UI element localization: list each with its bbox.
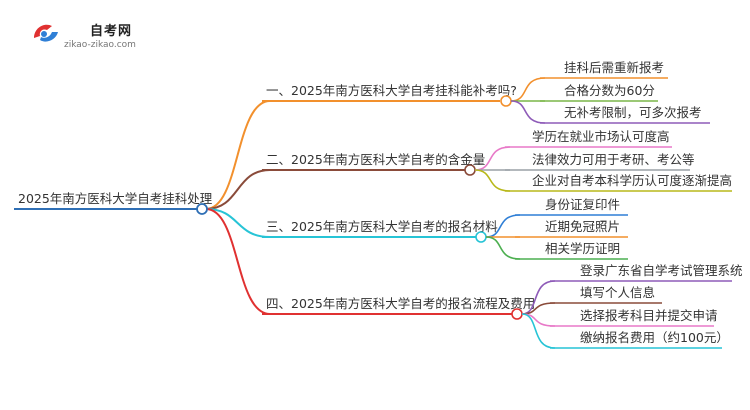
branch-2-node[interactable] (464, 164, 476, 176)
branch-3[interactable]: 三、2025年南方医科大学自考的报名材料 身份证复印件 近期免冠照片 相关学历证… (205, 197, 628, 260)
branch-3-child-2: 近期免冠照片 (545, 219, 620, 234)
branch-1-child-3: 无补考限制，可多次报考 (564, 105, 702, 120)
branch-1-child-2: 合格分数为60分 (564, 83, 655, 98)
branch-4-child-2: 填写个人信息 (580, 285, 655, 300)
branch-1[interactable]: 一、2025年南方医科大学自考挂科能补考吗? 挂科后需重新报考 合格分数为60分… (205, 60, 710, 210)
root-label: 2025年南方医科大学自考挂科处理 (18, 191, 213, 206)
branch-4-node[interactable] (511, 308, 523, 320)
branch-4-child-4: 缴纳报名费用（约100元） (580, 330, 729, 345)
branch-2-child-1: 学历在就业市场认可度高 (532, 129, 670, 144)
branch-2-child-3: 企业对自考本科学历认可度逐渐提高 (532, 173, 732, 188)
branch-3-label: 三、2025年南方医科大学自考的报名材料 (266, 219, 498, 234)
branch-2-label: 二、2025年南方医科大学自考的含金量 (266, 152, 485, 167)
branch-2-child-2: 法律效力可用于考研、考公等 (532, 152, 695, 167)
branch-3-child-1: 身份证复印件 (545, 197, 620, 212)
root-node[interactable]: 2025年南方医科大学自考挂科处理 (14, 191, 213, 210)
logo-url: zikao-zikao.com (64, 40, 136, 50)
logo: 自考网 zikao-zikao.com (26, 14, 166, 54)
branch-1-node[interactable] (500, 95, 512, 107)
logo-mark-icon (34, 24, 58, 42)
branch-4-child-3: 选择报考科目并提交申请 (580, 308, 718, 323)
branch-1-child-1: 挂科后需重新报考 (564, 60, 664, 75)
branch-3-child-3: 相关学历证明 (545, 241, 620, 256)
branch-1-label: 一、2025年南方医科大学自考挂科能补考吗? (266, 83, 517, 98)
logo-title: 自考网 (90, 24, 133, 39)
root-node-dot[interactable] (196, 203, 208, 215)
branch-3-node[interactable] (475, 231, 487, 243)
branch-2[interactable]: 二、2025年南方医科大学自考的含金量 学历在就业市场认可度高 法律效力可用于考… (205, 129, 732, 210)
branch-4[interactable]: 四、2025年南方医科大学自考的报名流程及费用 登录广东省自学考试管理系统 填写… (205, 208, 743, 349)
branch-4-label: 四、2025年南方医科大学自考的报名流程及费用 (266, 296, 535, 311)
branch-4-child-1: 登录广东省自学考试管理系统 (580, 263, 743, 278)
